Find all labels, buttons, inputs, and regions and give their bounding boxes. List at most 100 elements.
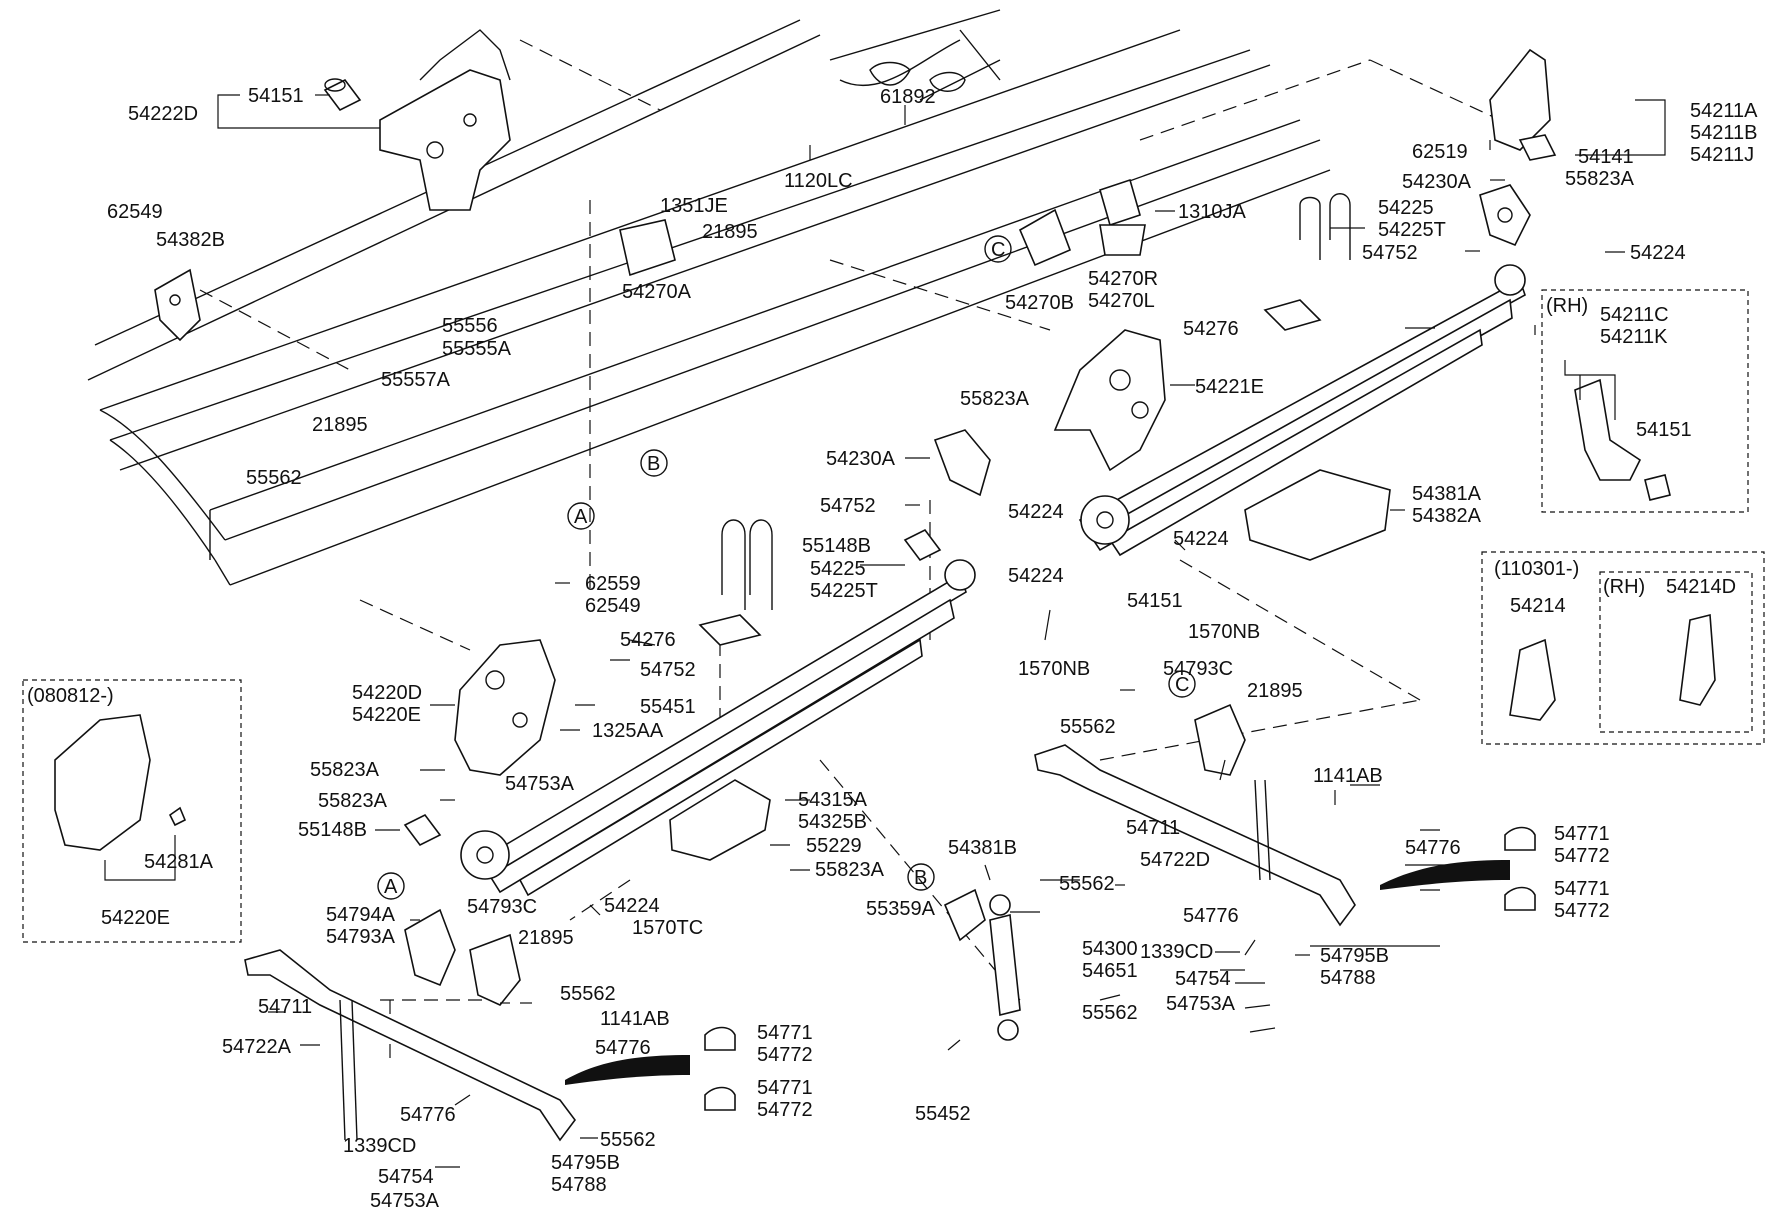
part-label: 54794A	[326, 904, 396, 926]
stabilizer-bracket-54794A	[404, 908, 456, 987]
rear-hanger-54211A	[1489, 48, 1557, 161]
part-label: 54382A	[1412, 505, 1482, 527]
shock-bracket-54381B	[943, 888, 986, 942]
bushing-clamps-front	[704, 1026, 736, 1111]
part-label: 54772	[757, 1099, 813, 1121]
part-label: 54382B	[156, 229, 225, 251]
part-label: 55823A	[960, 388, 1030, 410]
part-label: 54381A	[1412, 483, 1482, 505]
inset-rh-title: (RH)	[1546, 295, 1588, 317]
part-label: 55562	[560, 983, 616, 1005]
part-label: 54771	[1554, 878, 1610, 900]
part-label: 54776	[400, 1104, 456, 1126]
part-label: 54222D	[128, 103, 198, 125]
part-label: 54224	[1630, 242, 1686, 264]
spring-seat-54381A	[1244, 469, 1391, 561]
part-label: 54722A	[222, 1036, 292, 1058]
part-label: 54151	[248, 85, 304, 107]
part-label: 62549	[107, 201, 163, 223]
part-label: 54225T	[810, 580, 878, 602]
front-leaf-spring	[460, 559, 976, 897]
part-label: 54300	[1082, 938, 1138, 960]
part-label: 54771	[1554, 823, 1610, 845]
inset3-brackets	[1509, 613, 1716, 721]
part-label: 21895	[702, 221, 758, 243]
part-label: 54220E	[101, 907, 170, 929]
callout-a2: A	[384, 876, 398, 898]
inset-rh-box	[1541, 289, 1749, 513]
part-label: 54752	[1362, 242, 1418, 264]
part-label: 55148B	[298, 819, 367, 841]
part-label: 54225	[1378, 197, 1434, 219]
part-label: 54211J	[1690, 144, 1754, 166]
bushing-54151	[323, 78, 362, 112]
part-label: 54772	[1554, 845, 1610, 867]
inset-110301-title: (110301-)	[1494, 558, 1579, 580]
part-label: 54795B	[551, 1152, 620, 1174]
part-label: 55555A	[442, 338, 512, 360]
part-label: 54220D	[352, 682, 422, 704]
part-label: 54224	[1008, 501, 1064, 523]
shock-absorber	[989, 894, 1021, 1041]
part-label: 54151	[1636, 419, 1692, 441]
part-label: 1351JE	[660, 195, 728, 217]
part-label: 54281A	[144, 851, 214, 873]
part-label: 55562	[600, 1129, 656, 1151]
part-label: 55562	[246, 467, 302, 489]
part-label: 55823A	[318, 790, 388, 812]
part-label: 1339CD	[1140, 941, 1213, 963]
stabilizer-bracket-54793C-rear	[1194, 703, 1246, 776]
spring-seat-54315A	[669, 779, 771, 861]
part-label: 1570NB	[1018, 658, 1090, 680]
part-label: 1310JA	[1178, 201, 1246, 223]
part-label: 54753A	[1166, 993, 1236, 1015]
part-label: 54752	[820, 495, 876, 517]
part-label: 54151	[1127, 590, 1183, 612]
part-label: 61892	[880, 86, 936, 108]
shackle-54230A-rear	[1479, 184, 1531, 247]
part-label: 54276	[1183, 318, 1239, 340]
part-label: 54211K	[1600, 326, 1668, 348]
part-label: 54225	[810, 558, 866, 580]
part-label: 55359A	[866, 898, 936, 920]
part-label: 54753A	[370, 1190, 440, 1211]
part-label: 54771	[757, 1077, 813, 1099]
callout-b2: B	[914, 867, 927, 889]
part-label: 54225T	[1378, 219, 1446, 241]
arrow-flag-rear	[1380, 860, 1510, 890]
part-label: 54270R	[1088, 268, 1158, 290]
part-label: 62559	[585, 573, 641, 595]
part-label: 55451	[640, 696, 696, 718]
part-label: 54211B	[1690, 122, 1757, 144]
part-label: 54214	[1510, 595, 1566, 617]
part-label: 54793A	[326, 926, 396, 948]
u-bolt-front	[721, 519, 773, 610]
part-label: 54795B	[1320, 945, 1389, 967]
part-label: 1120LC	[784, 170, 853, 192]
part-label: 54230A	[1402, 171, 1472, 193]
part-label: 21895	[518, 927, 574, 949]
part-label: 54776	[1405, 837, 1461, 859]
part-label: 54224	[1173, 528, 1229, 550]
part-label: 54220E	[352, 704, 421, 726]
spring-pad-54276-front	[698, 614, 762, 646]
inset-110301-rh-title: (RH)	[1603, 576, 1645, 598]
part-label: 54315A	[798, 789, 868, 811]
part-label: 55562	[1060, 716, 1116, 738]
part-label: 54276	[620, 629, 676, 651]
part-label: 54651	[1082, 960, 1138, 982]
bump-stopper-54270R	[1099, 178, 1146, 256]
part-label: 54753A	[505, 773, 575, 795]
inset-080812-title: (080812-)	[27, 685, 114, 707]
part-label: 54230A	[826, 448, 896, 470]
rear-leaf-spring	[1078, 264, 1526, 557]
part-label: 54772	[757, 1044, 813, 1066]
part-label: 55562	[1082, 1002, 1138, 1024]
part-label: 54381B	[948, 837, 1017, 859]
bracket-54382B	[154, 268, 201, 342]
part-label: 54711	[1126, 817, 1180, 839]
part-label: 54325B	[798, 811, 867, 833]
callout-a1: A	[574, 506, 588, 528]
bump-stopper-54270B	[1018, 208, 1072, 267]
